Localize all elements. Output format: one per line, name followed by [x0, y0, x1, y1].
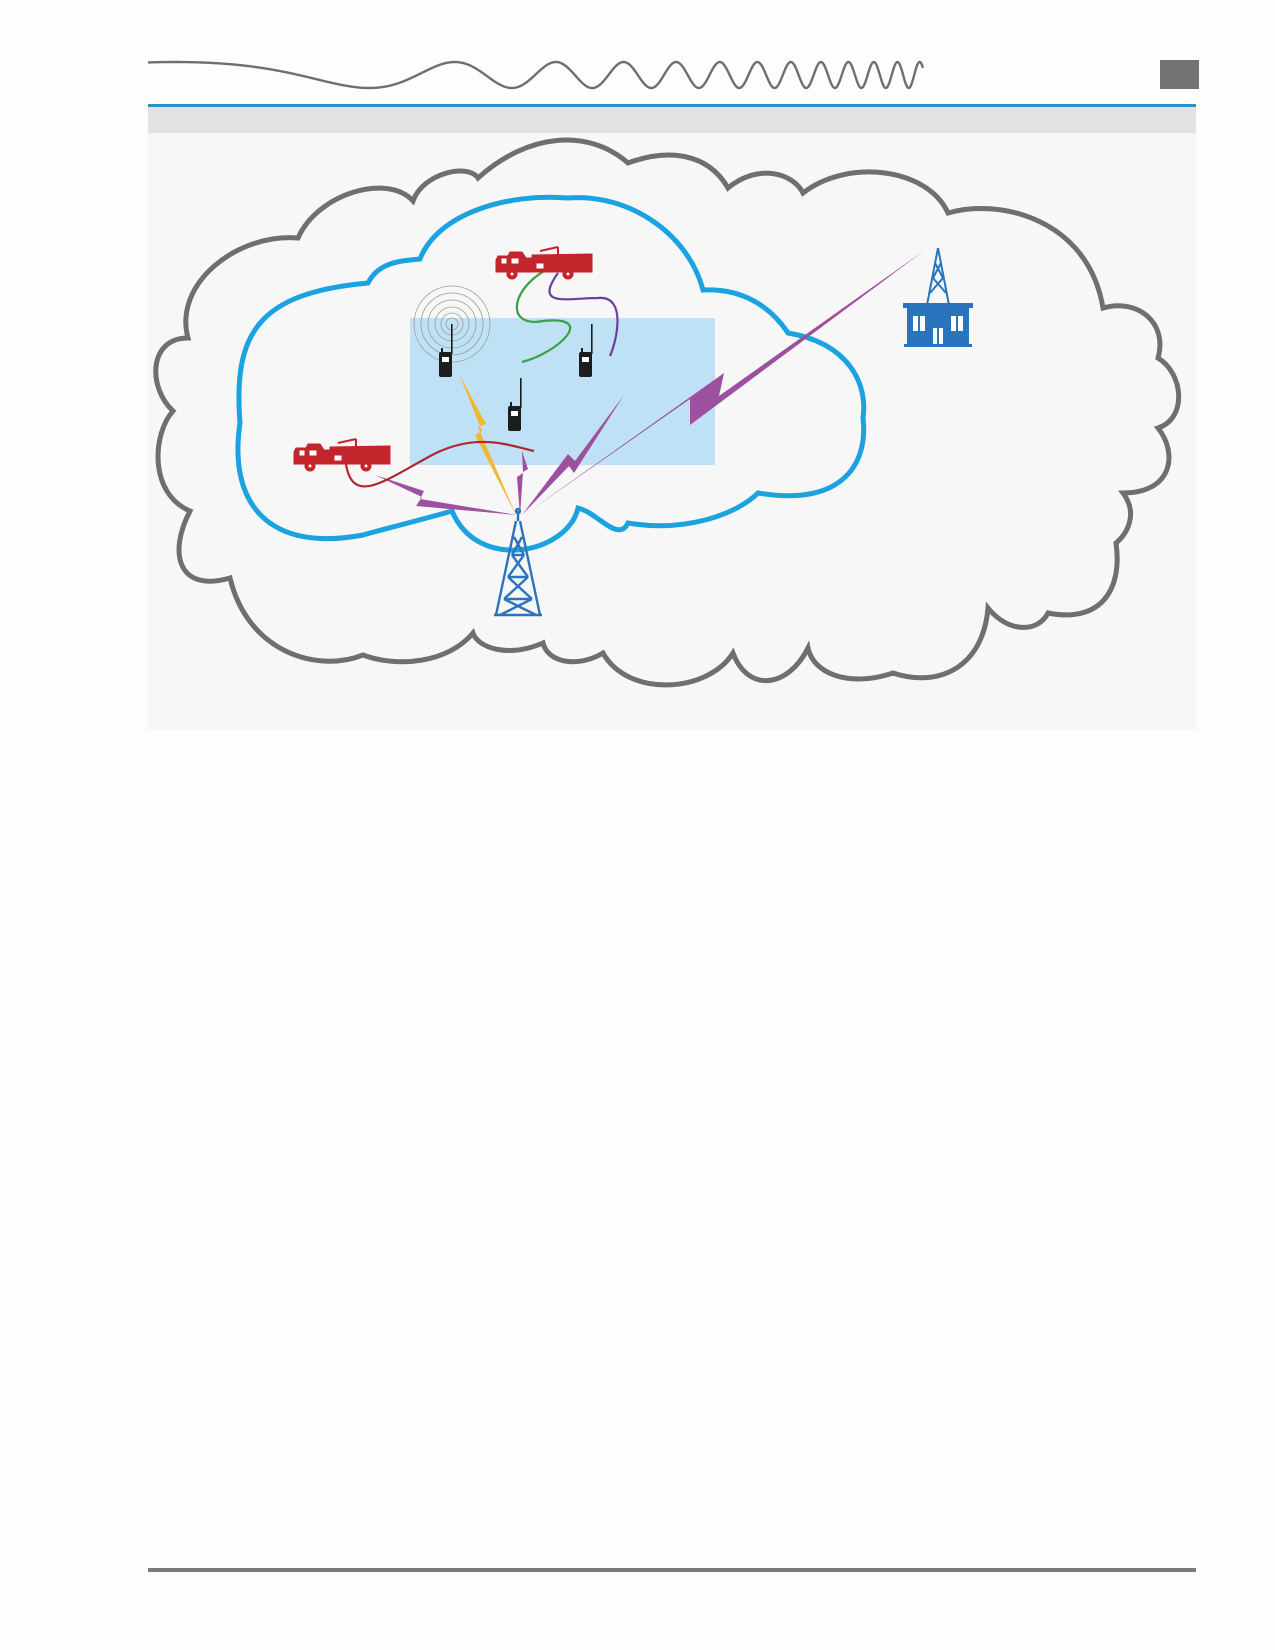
lightning-bolt-icon	[522, 395, 624, 515]
frequency-wave-line	[148, 60, 925, 90]
wire-connection	[548, 272, 619, 357]
corner-tab	[1160, 60, 1199, 89]
section-band	[148, 107, 1196, 133]
wire-connection	[515, 270, 572, 364]
inner-coverage-cloud	[235, 194, 867, 553]
dispatch-building-icon	[903, 247, 973, 347]
footer-rule	[148, 1568, 1196, 1572]
header-wave-decoration	[148, 60, 925, 90]
fire-engine-icon	[495, 246, 593, 280]
lightning-bolt-icon	[517, 451, 528, 516]
radio-tower-icon	[494, 507, 542, 617]
wire-connection	[344, 440, 535, 488]
outer-coverage-cloud	[153, 137, 1182, 688]
header-rule	[148, 104, 1196, 107]
coverage-zone	[410, 318, 715, 465]
portable-radio-icon	[508, 378, 522, 431]
network-diagram-canvas	[148, 133, 1196, 730]
portable-radio-icon	[579, 324, 593, 377]
portable-radio-icon	[439, 324, 453, 377]
lightning-bolt-icon	[375, 475, 517, 515]
fire-engine-icon	[293, 438, 391, 472]
network-diagram	[148, 133, 1196, 730]
lightning-bolt-icon	[459, 374, 516, 515]
